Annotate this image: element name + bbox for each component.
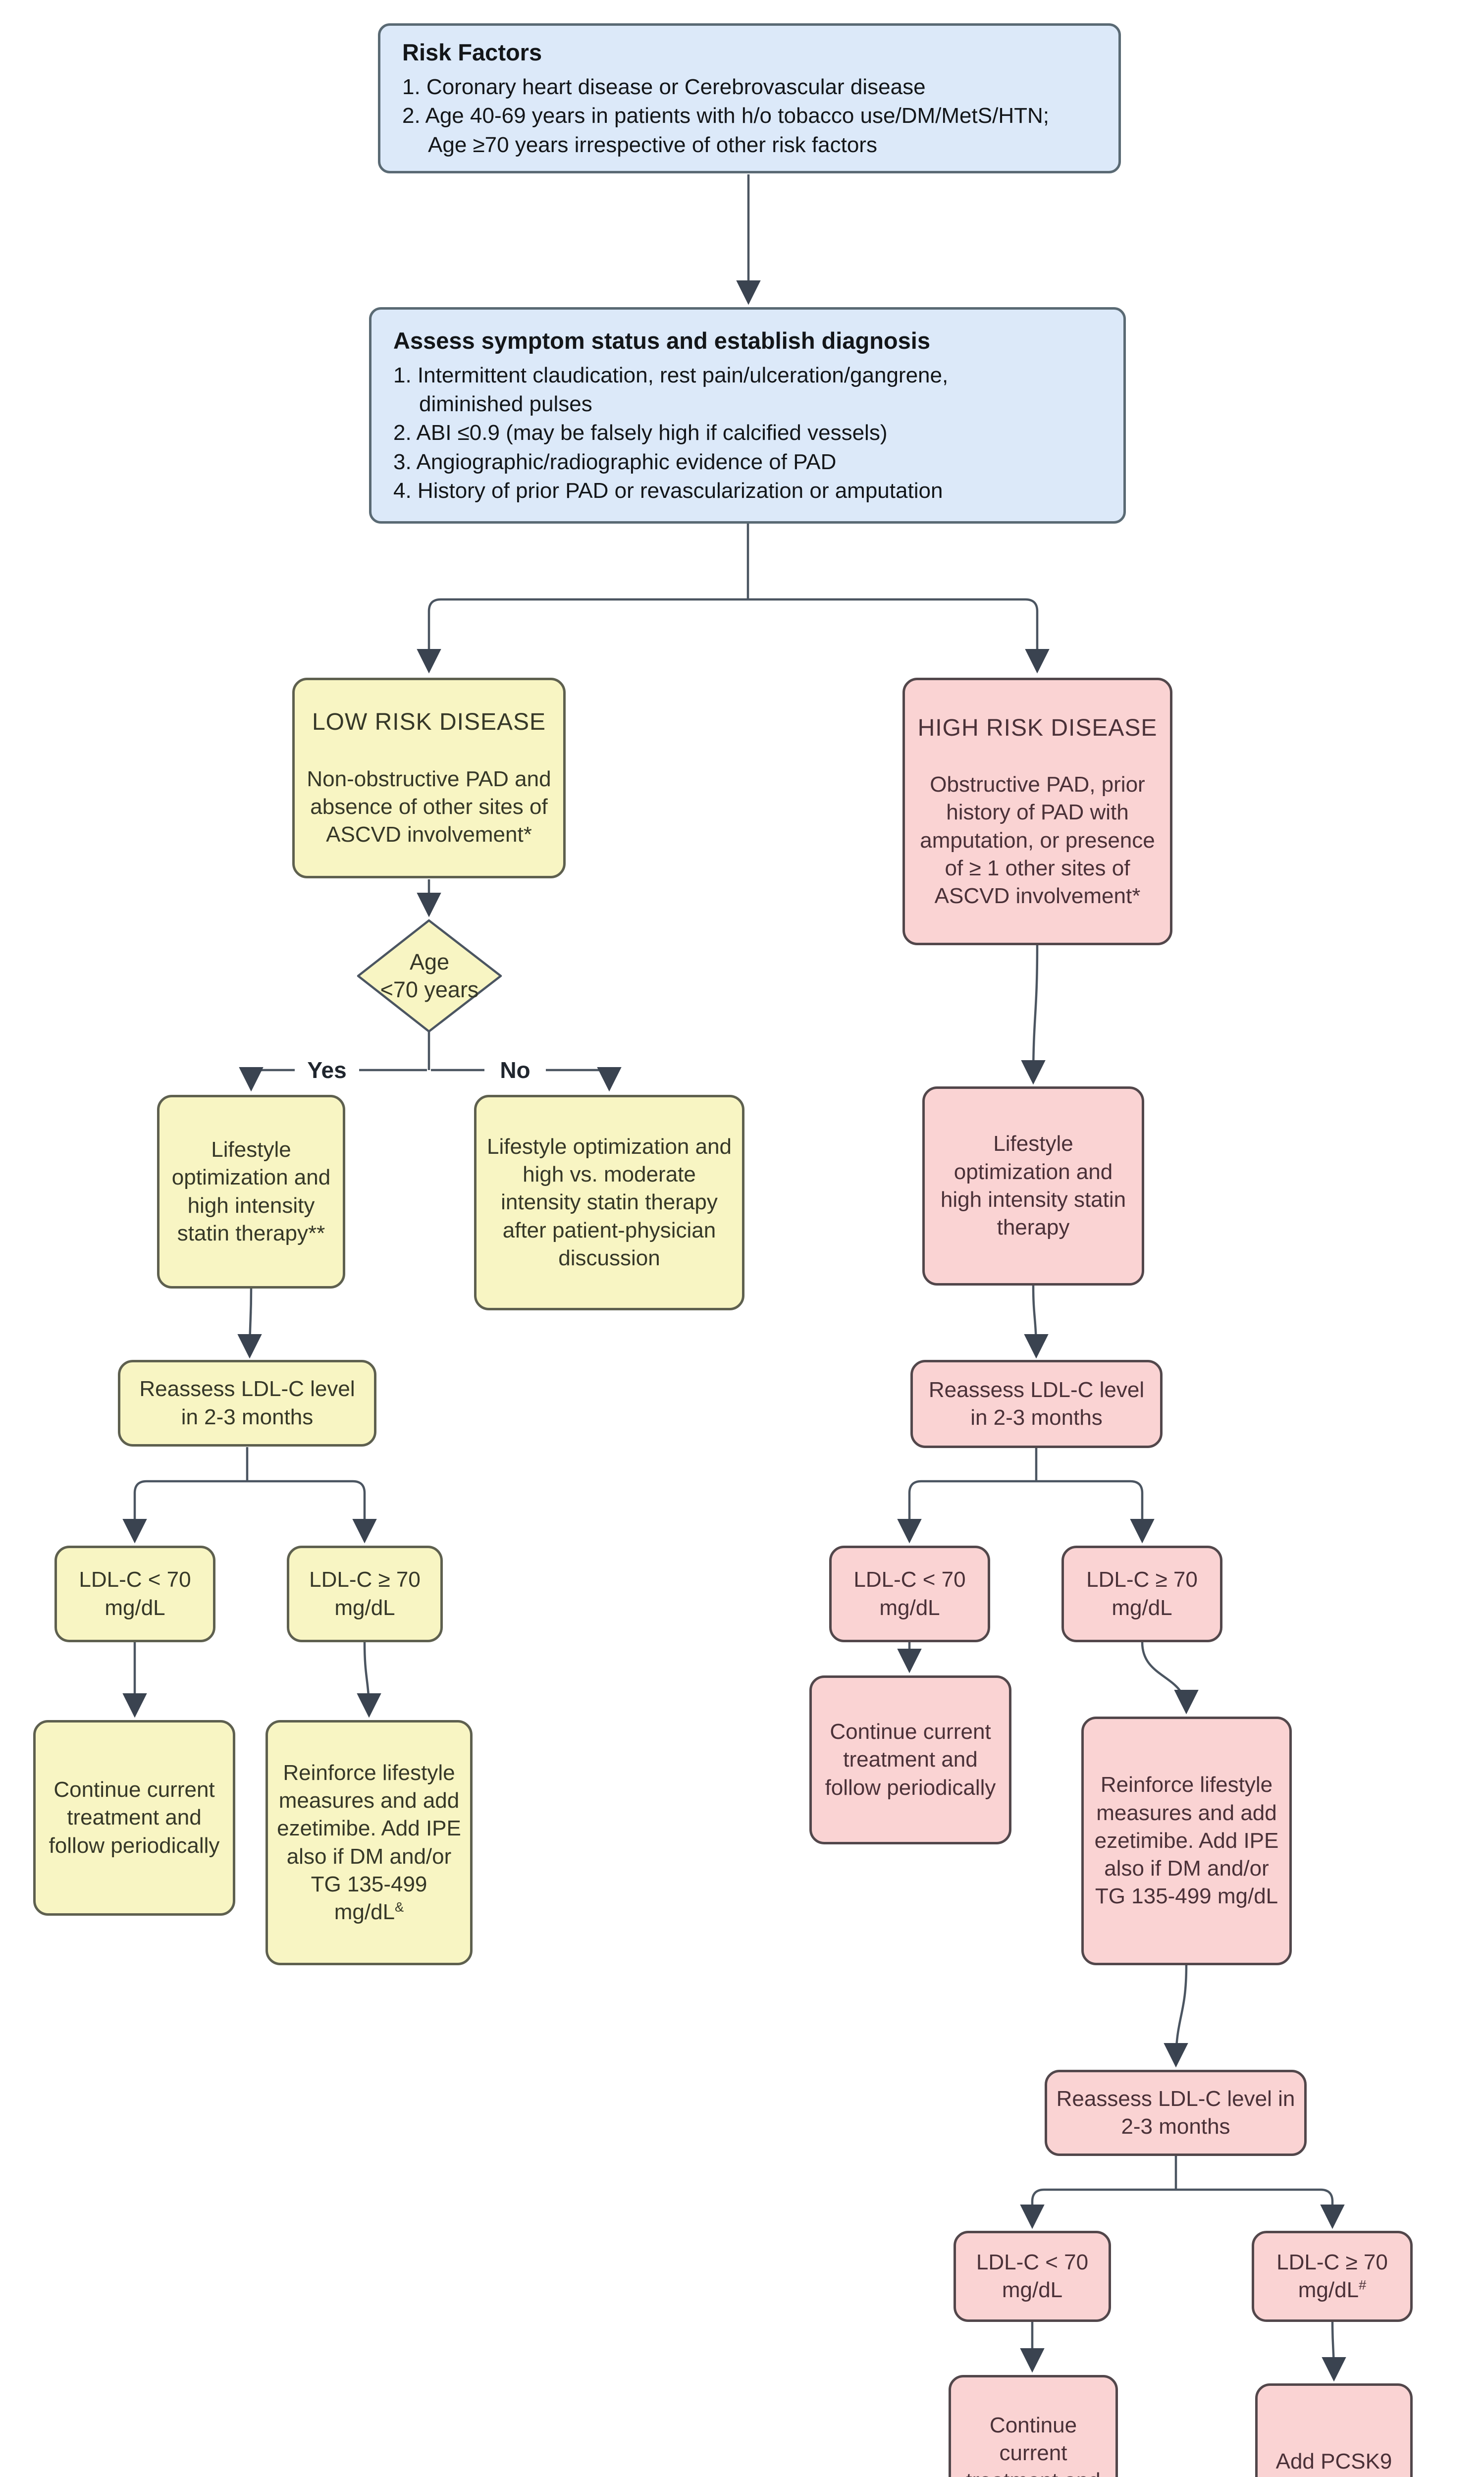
node-continue-treatment-low: Continue current treatment and follow pe…: [33, 1720, 235, 1916]
node-reinforce-ezetimibe-low: Reinforce lifestyle measures and add eze…: [265, 1720, 473, 1965]
list-line: 1. Coronary heart disease or Cerebrovasc…: [402, 75, 926, 100]
node-body: Continue current treatment and follow pe…: [825, 1720, 996, 1800]
node-body: Lifestyle optimization and high intensit…: [940, 1131, 1126, 1240]
node-title: HIGH RISK DISEASE: [917, 714, 1158, 741]
superscript-marker: &: [395, 1899, 404, 1915]
node-body: Reassess LDL-C level in 2-3 months: [928, 1377, 1145, 1430]
node-lifestyle-high-intensity-yes: Lifestyle optimization and high intensit…: [157, 1095, 345, 1289]
list-line: 2. ABI ≤0.9 (may be falsely high if calc…: [393, 421, 888, 445]
list-line: 1. Intermittent claudication, rest pain/…: [393, 363, 949, 388]
edge-reinforcehigh-reassess2: [1164, 1965, 1188, 2068]
node-body: Continue current treatment and follow pe…: [966, 2413, 1101, 2477]
node-text: LDL-C ≥ 70 mg/dL: [1276, 2250, 1388, 2302]
node-body: Reinforce lifestyle measures and add eze…: [1093, 1771, 1280, 1911]
edge-ldlgehigh1-reinforce: [1141, 1642, 1199, 1715]
node-body: Non-obstructive PAD and absence of other…: [307, 766, 551, 847]
node-reassess-ldl-high2: Reassess LDL-C level in 2-3 months: [1045, 2070, 1307, 2156]
age-decision-diamond: [357, 919, 502, 1033]
node-body: Continue current treatment and follow pe…: [49, 1777, 220, 1858]
node-reassess-ldl-low: Reassess LDL-C level in 2-3 months: [118, 1360, 376, 1447]
edge-assess-highrisk: [748, 598, 1050, 674]
superscript-marker: #: [1359, 2277, 1367, 2293]
node-text: Add PCSK9 inhibitor: [1275, 2449, 1392, 2474]
node-high-risk-disease: HIGH RISK DISEASE Obstructive PAD, prior…: [902, 678, 1172, 945]
node-body: Lifestyle optimization and high vs. mode…: [486, 1134, 732, 1270]
node-ldl-ge70-high1: LDL-C ≥ 70 mg/dL: [1061, 1546, 1222, 1642]
node-title: LOW RISK DISEASE: [312, 709, 546, 736]
node-body: Add PCSK9 inhibitor&: [1267, 2448, 1401, 2477]
node-body: Obstructive PAD, prior history of PAD wi…: [920, 772, 1155, 909]
node-assess-symptoms: Assess symptom status and establish diag…: [369, 307, 1126, 524]
edge-reassesshigh1-ldlge: [1036, 1480, 1155, 1544]
edge-lifestylehigh-reassess: [1024, 1285, 1049, 1359]
node-ldl-lt70-low: LDL-C < 70 mg/dL: [54, 1546, 215, 1642]
node-risk-factors: Risk Factors 1. Coronary heart disease o…: [378, 23, 1121, 173]
node-body: LDL-C < 70 mg/dL: [976, 2250, 1089, 2302]
node-body: Reinforce lifestyle measures and add eze…: [277, 1759, 461, 1927]
node-text: Reinforce lifestyle measures and add eze…: [277, 1760, 461, 1925]
edge-reassesshigh2-ldllt: [1020, 2188, 1176, 2229]
node-add-pcsk9-inhibitor: Add PCSK9 inhibitor&: [1255, 2383, 1413, 2477]
node-continue-treatment-high2: Continue current treatment and follow pe…: [949, 2375, 1118, 2477]
edge-age-yes: [239, 1067, 427, 1092]
list-line: Age ≥70 years irrespective of other risk…: [428, 132, 877, 157]
node-body: LDL-C ≥ 70 mg/dL: [309, 1567, 421, 1620]
edge-reassesshigh1-ldllt: [897, 1480, 1036, 1544]
node-ldl-ge70-low: LDL-C ≥ 70 mg/dL: [287, 1546, 443, 1642]
node-ldl-lt70-high1: LDL-C < 70 mg/dL: [829, 1546, 990, 1642]
node-lifestyle-high-vs-moderate: Lifestyle optimization and high vs. mode…: [474, 1095, 744, 1310]
edge-highrisk-lifestyle: [1021, 945, 1046, 1085]
node-reinforce-ezetimibe-high: Reinforce lifestyle measures and add eze…: [1081, 1717, 1292, 1965]
node-body: Lifestyle optimization and high intensit…: [171, 1137, 331, 1245]
node-lifestyle-high-intensity-highrisk: Lifestyle optimization and high intensit…: [922, 1086, 1144, 1286]
edge-lifestyleyes-reassess: [237, 1288, 262, 1359]
node-body: Reassess LDL-C level in 2-3 months: [1056, 2086, 1295, 2139]
edge-ldlgelow-reinforce: [357, 1642, 381, 1718]
node-title: Assess symptom status and establish diag…: [393, 327, 930, 354]
decision-line: Age: [409, 949, 450, 974]
list-line: diminished pulses: [419, 392, 592, 417]
node-low-risk-disease: LOW RISK DISEASE Non-obstructive PAD and…: [292, 678, 566, 878]
list-line: 3. Angiographic/radiographic evidence of…: [393, 449, 837, 474]
node-continue-treatment-high1: Continue current treatment and follow pe…: [809, 1675, 1011, 1844]
node-body: LDL-C < 70 mg/dL: [79, 1567, 191, 1620]
node-body: LDL-C ≥ 70 mg/dL#: [1263, 2249, 1401, 2305]
edge-ldlgehigh2-pcsk9: [1322, 2321, 1346, 2382]
edge-label-yes: Yes: [295, 1054, 359, 1086]
edge-age-no: [431, 1067, 622, 1092]
node-body: LDL-C < 70 mg/dL: [853, 1567, 966, 1620]
edge-assess-lowrisk: [417, 598, 748, 674]
node-body: Reassess LDL-C level in 2-3 months: [139, 1377, 355, 1429]
node-text: Reinforce lifestyle measures and add eze…: [1094, 1773, 1279, 1909]
decision-line: <70 years: [380, 977, 479, 1002]
node-ldl-lt70-high2: LDL-C < 70 mg/dL: [954, 2231, 1111, 2322]
edge-reassesshigh2-ldlge: [1176, 2188, 1345, 2229]
list-line: 2. Age 40-69 years in patients with h/o …: [402, 104, 1049, 128]
edge-reassesslow-ldlge: [247, 1480, 377, 1544]
node-ldl-ge70-high2: LDL-C ≥ 70 mg/dL#: [1252, 2231, 1413, 2322]
node-age-decision: Age <70 years: [358, 920, 501, 1031]
node-reassess-ldl-high1: Reassess LDL-C level in 2-3 months: [910, 1360, 1163, 1448]
node-body: LDL-C ≥ 70 mg/dL: [1086, 1567, 1198, 1620]
edge-reassesslow-ldllt: [122, 1480, 247, 1544]
node-title: Risk Factors: [402, 39, 542, 66]
list-line: 4. History of prior PAD or revasculariza…: [393, 478, 943, 503]
edge-label-no: No: [484, 1054, 546, 1086]
